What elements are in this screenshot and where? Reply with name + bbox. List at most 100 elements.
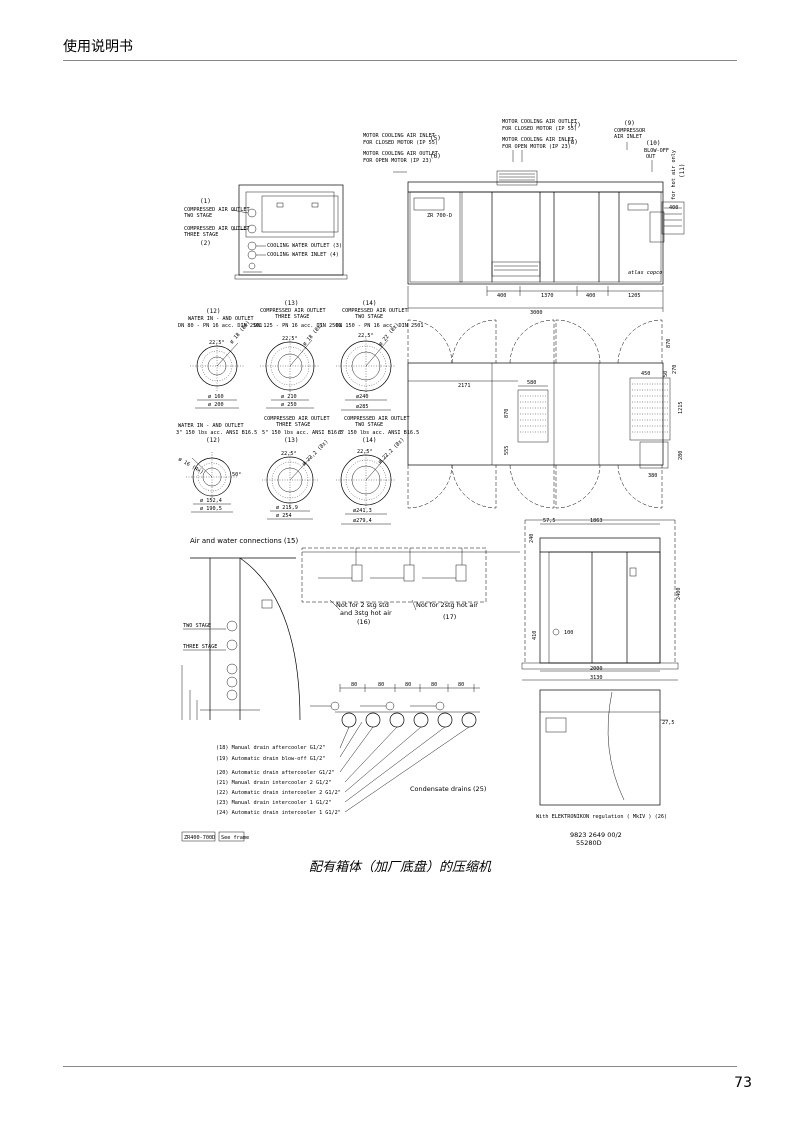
- dim-400-a: 400: [497, 293, 506, 299]
- label-11n: (11): [679, 164, 686, 178]
- c14-text: COMPRESSED AIR OUTLET: [342, 308, 408, 314]
- dim-80-b: 80: [378, 682, 384, 688]
- header-divider: [63, 60, 737, 61]
- flange12b-d190: ø 190,5: [200, 506, 222, 512]
- condensate-drains: Condensate drains (25): [410, 785, 486, 793]
- model-plate: ZR 700-D: [427, 213, 452, 219]
- c13-spec: DN 125 - PN 16 acc. DIN 2501: [254, 323, 341, 329]
- label-7n: (7): [570, 122, 581, 129]
- dim-400-b: 400: [586, 293, 595, 299]
- drain-23: (23) Manual drain intercooler 1 G1/2": [216, 800, 332, 806]
- c12b-num: (12): [206, 437, 220, 444]
- flange14-angle: 22,5°: [358, 333, 374, 339]
- label-5b: FOR CLOSED MOTOR (IP 55): [363, 140, 438, 146]
- not-2stg-hot: Not for 2stg hot air: [416, 601, 478, 609]
- flange12b-holes: ø 16 (4x): [177, 457, 204, 476]
- pipework-detail: [301, 547, 520, 611]
- flange13b-holes: ø 22,2 (8x): [301, 439, 330, 468]
- label-11-text: for hot air only: [671, 150, 677, 200]
- document-header-title: 使用说明书: [63, 39, 133, 55]
- flange12-d160: ø 160: [208, 394, 224, 400]
- label-9a: COMPRESSOR: [614, 128, 646, 134]
- label-6n: (6): [430, 153, 441, 160]
- dim-870: 870: [504, 409, 510, 418]
- model-box: ZR400-700D: [184, 835, 215, 841]
- label-16: (16): [357, 618, 370, 626]
- drawing-number: 55280D: [576, 839, 602, 847]
- flange-14-din: [336, 336, 396, 396]
- label-2-num: (2): [200, 240, 211, 247]
- label-6a: MOTOR COOLING AIR OUTLET: [363, 151, 438, 157]
- label-5n: (5): [430, 135, 441, 142]
- and-3stg-hot: and 3stg hot air: [340, 609, 392, 617]
- dim-2000: 2000: [590, 666, 603, 672]
- dim-57-5: 57,5: [543, 518, 556, 524]
- dim-450: 450: [641, 371, 650, 377]
- label-7a: MOTOR COOLING AIR OUTLET: [502, 119, 577, 125]
- drain-valves: [310, 684, 480, 813]
- dim-1205: 1205: [628, 293, 641, 299]
- main-front-view: ZR 700-D atlas copco: [407, 170, 685, 285]
- dim-3000: 3000: [530, 310, 543, 316]
- brand-logo-text: atlas copco: [628, 270, 662, 276]
- side-view-small: [234, 184, 348, 280]
- label-7b: FOR CLOSED MOTOR (IP 55): [502, 126, 577, 132]
- c13b-sub: THREE STAGE: [276, 422, 310, 428]
- dim-580: 580: [527, 380, 536, 386]
- elektronikon-label: With ELEKTRONIKON regulation ( MkIV ) (2…: [536, 814, 667, 820]
- flange12b-angle: 50°: [232, 472, 241, 478]
- c13-sub: THREE STAGE: [275, 314, 309, 320]
- c12-text: WATER IN - AND OUTLET: [188, 316, 254, 322]
- page-number: 73: [734, 1075, 752, 1091]
- flange14b-d279: ø279,4: [353, 518, 372, 524]
- c12-spec: DN 80 - PN 16 acc. DIN 2501: [178, 323, 262, 329]
- dim-3130: 3130: [590, 675, 603, 681]
- dim-270: 270: [672, 365, 678, 374]
- dim-555: 555: [504, 446, 510, 455]
- c14-num: (14): [362, 300, 376, 307]
- flange13b-d215: ø 215,9: [276, 505, 298, 511]
- dim-100: 100: [564, 630, 573, 636]
- dim-410: 410: [532, 631, 538, 640]
- c14b-text: COMPRESSED AIR OUTLET: [344, 416, 410, 422]
- dim-1370: 1370: [541, 293, 554, 299]
- dim-80-e: 80: [458, 682, 464, 688]
- figure-caption: 配有箱体（加厂底盘）的压缩机: [308, 860, 491, 875]
- flange13-angle: 22,5°: [282, 336, 298, 342]
- label-17: (17): [443, 613, 456, 621]
- flange-14-ansi: [336, 450, 396, 510]
- flange13-d250: ø 250: [281, 402, 297, 408]
- label-2-sub: THREE STAGE: [184, 232, 218, 238]
- label-10a: BLOW-OFF: [644, 148, 669, 154]
- label-8a: MOTOR COOLING AIR INLET: [502, 137, 574, 143]
- flange13b-d254: ø 254: [276, 513, 292, 519]
- label-2-text: COMPRESSED AIR OUTLET: [184, 226, 250, 232]
- two-stage-label: TWO STAGE: [183, 623, 211, 629]
- c14-sub: TWO STAGE: [355, 314, 383, 320]
- flange12b-d152: ø 152,4: [200, 498, 222, 504]
- c14-spec: DN 150 - PN 16 acc. DIN 2501: [336, 323, 423, 329]
- flange13-d210: ø 210: [281, 394, 297, 400]
- drain-19: (19) Automatic drain blow-off G1/2": [216, 756, 325, 762]
- dim-80-a: 80: [351, 682, 357, 688]
- dim-400-side: 400: [669, 205, 678, 211]
- dim-50: 50: [663, 371, 669, 377]
- drain-21: (21) Manual drain intercooler 2 G1/2": [216, 780, 332, 786]
- drain-22: (22) Automatic drain intercooler 2 G1/2": [216, 790, 341, 796]
- label-5a: MOTOR COOLING AIR INLET: [363, 133, 435, 139]
- dim-1215: 1215: [678, 402, 684, 415]
- dim-1863: 1863: [590, 518, 603, 524]
- label-1-num: (1): [200, 198, 211, 205]
- flange14b-angle: 22,5°: [357, 449, 373, 455]
- drain-18: (18) Manual drain aftercooler G1/2": [216, 745, 325, 751]
- flange-12-ansi: [186, 452, 238, 502]
- flange14-d285: ø285: [356, 404, 369, 410]
- c13b-num: (13): [284, 437, 298, 444]
- dim-380: 380: [648, 473, 657, 479]
- not-2stg-std: Not for 2 stg std: [336, 601, 389, 609]
- dim-80-d: 80: [431, 682, 437, 688]
- frame-box: See frame: [221, 835, 249, 841]
- flange-12-din: [190, 340, 244, 392]
- c14b-sub: TWO STAGE: [355, 422, 383, 428]
- plan-view: [407, 319, 671, 509]
